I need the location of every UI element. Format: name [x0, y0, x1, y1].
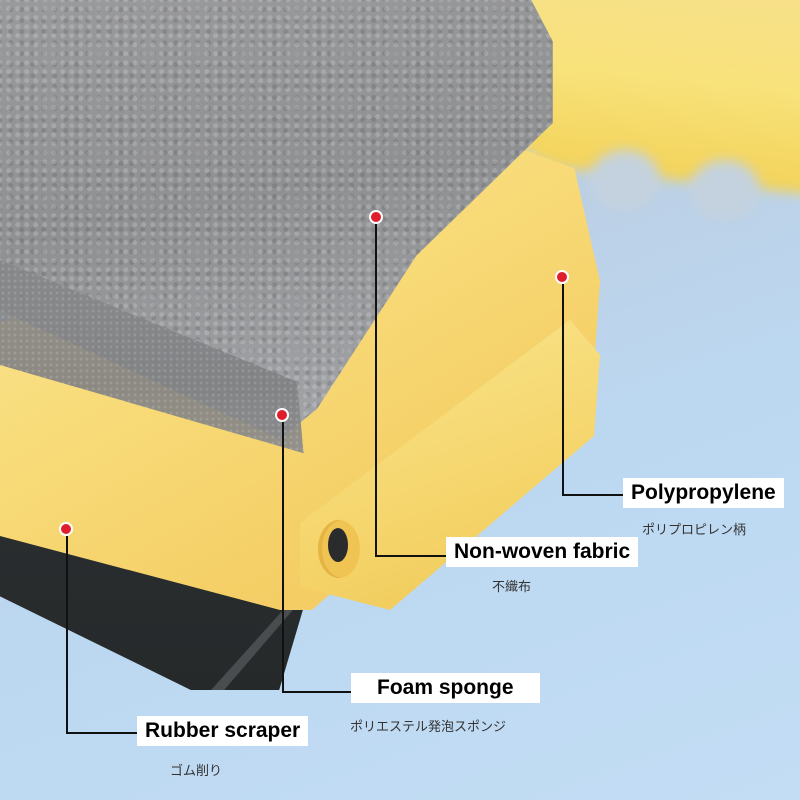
- leader-line-rubber-scraper: [66, 536, 68, 732]
- leader-line-foam-sponge: [282, 422, 284, 692]
- leader-line-polypropylene: [562, 284, 564, 494]
- callout-sublabel-rubber-scraper: ゴム削り: [170, 764, 223, 779]
- callout-label-non-woven-fabric: Non-woven fabric: [446, 537, 639, 567]
- leader-line-polypropylene: [562, 494, 624, 496]
- callout-dot-non-woven-fabric: [369, 210, 383, 224]
- callout-sublabel-foam-sponge: ポリエステル発泡スポンジ: [350, 720, 507, 735]
- leader-line-foam-sponge: [282, 691, 352, 693]
- hinge-hole: [328, 528, 348, 562]
- callout-dot-foam-sponge: [275, 408, 289, 422]
- leader-line-non-woven-fabric: [375, 555, 447, 557]
- handle-grip-notch: [590, 150, 660, 210]
- callout-dot-rubber-scraper: [59, 522, 73, 536]
- leader-line-rubber-scraper: [66, 732, 138, 734]
- callout-label-rubber-scraper: Rubber scraper: [137, 716, 309, 746]
- callout-sublabel-polypropylene: ポリプロピレン柄: [642, 523, 747, 538]
- callout-label-foam-sponge: Foam sponge: [351, 673, 540, 703]
- callout-sublabel-non-woven-fabric: 不織布: [492, 580, 532, 595]
- callout-dot-polypropylene: [555, 270, 569, 284]
- leader-line-non-woven-fabric: [375, 224, 377, 555]
- handle-grip-notch: [690, 160, 760, 220]
- callout-label-polypropylene: Polypropylene: [623, 478, 784, 508]
